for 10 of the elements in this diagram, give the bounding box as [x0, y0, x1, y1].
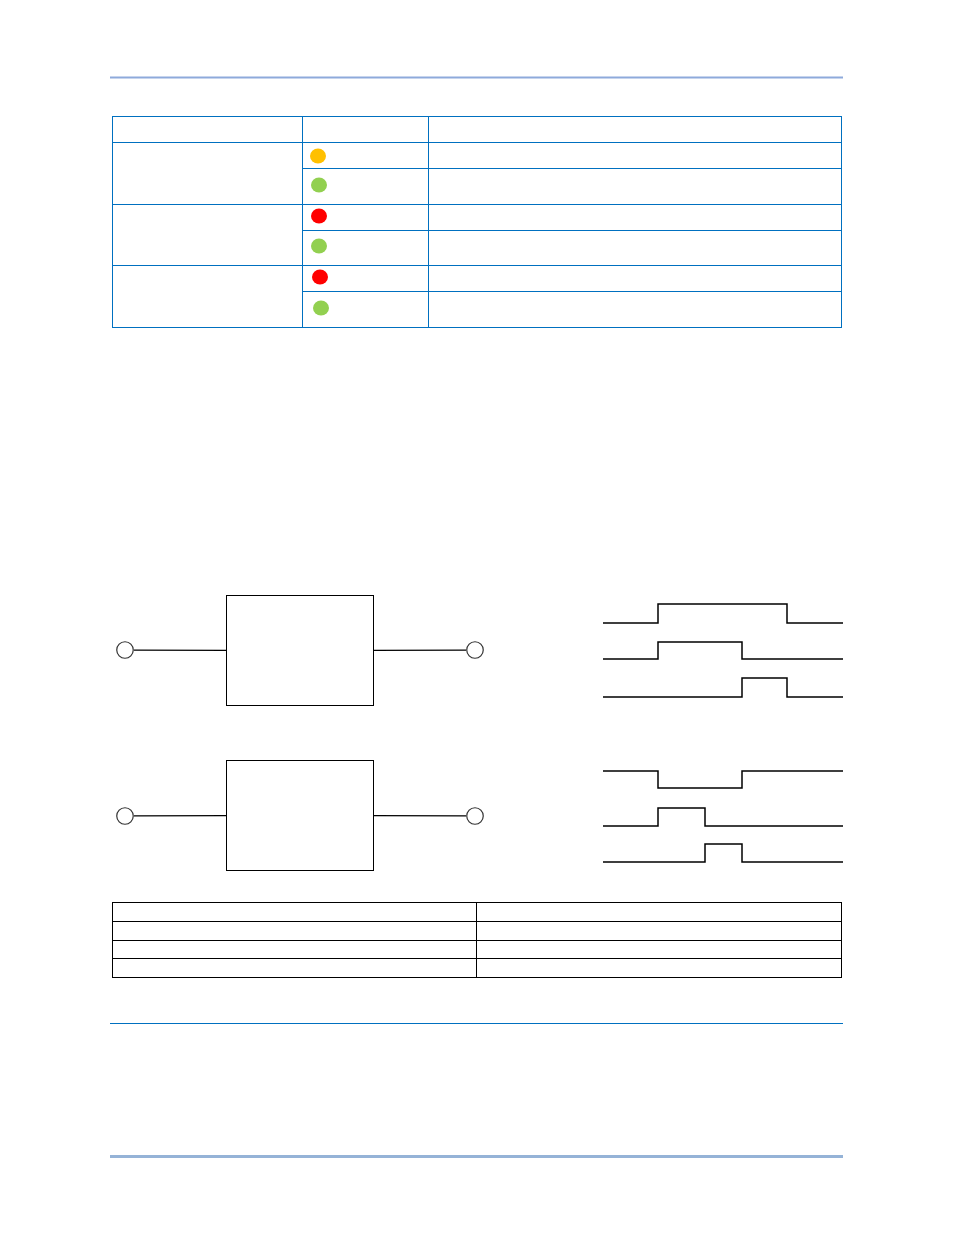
terminal-circle — [116, 807, 134, 825]
connector-line — [133, 649, 227, 651]
function-block — [226, 595, 374, 706]
terminal-circle — [466, 641, 484, 659]
connector-line — [133, 815, 227, 817]
connector-line — [373, 649, 467, 651]
terminal-circle — [466, 807, 484, 825]
connector-line — [373, 815, 467, 817]
function-block — [226, 760, 374, 871]
terminal-circle — [116, 641, 134, 659]
